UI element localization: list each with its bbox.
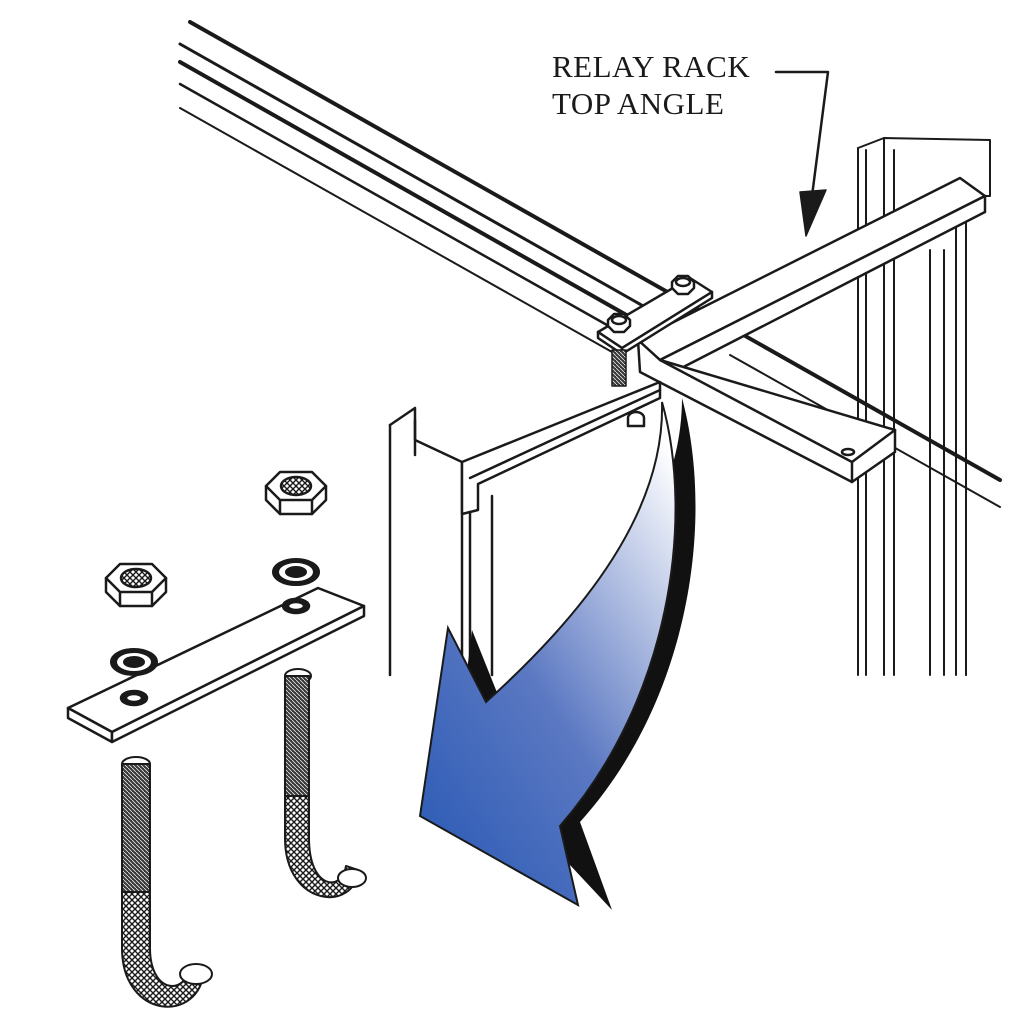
- curved-arrow-icon: [418, 398, 696, 910]
- callout-label: RELAY RACK TOP ANGLE: [552, 48, 750, 122]
- overhead-cable-rail: [178, 20, 1002, 508]
- left-rack-upright: [388, 380, 662, 677]
- j-bolt-icon: [121, 668, 367, 1008]
- callout-line-1: RELAY RACK: [552, 49, 751, 84]
- clamp-plate-icon: [66, 586, 366, 744]
- hex-nut-icon: [104, 470, 328, 608]
- callout-leader-arrow: [774, 70, 830, 237]
- installed-clamp-assembly: [596, 274, 714, 387]
- callout-line-2: TOP ANGLE: [552, 86, 725, 121]
- relay-rack-top-angle: [636, 176, 987, 484]
- lock-washer-icon: [110, 558, 320, 676]
